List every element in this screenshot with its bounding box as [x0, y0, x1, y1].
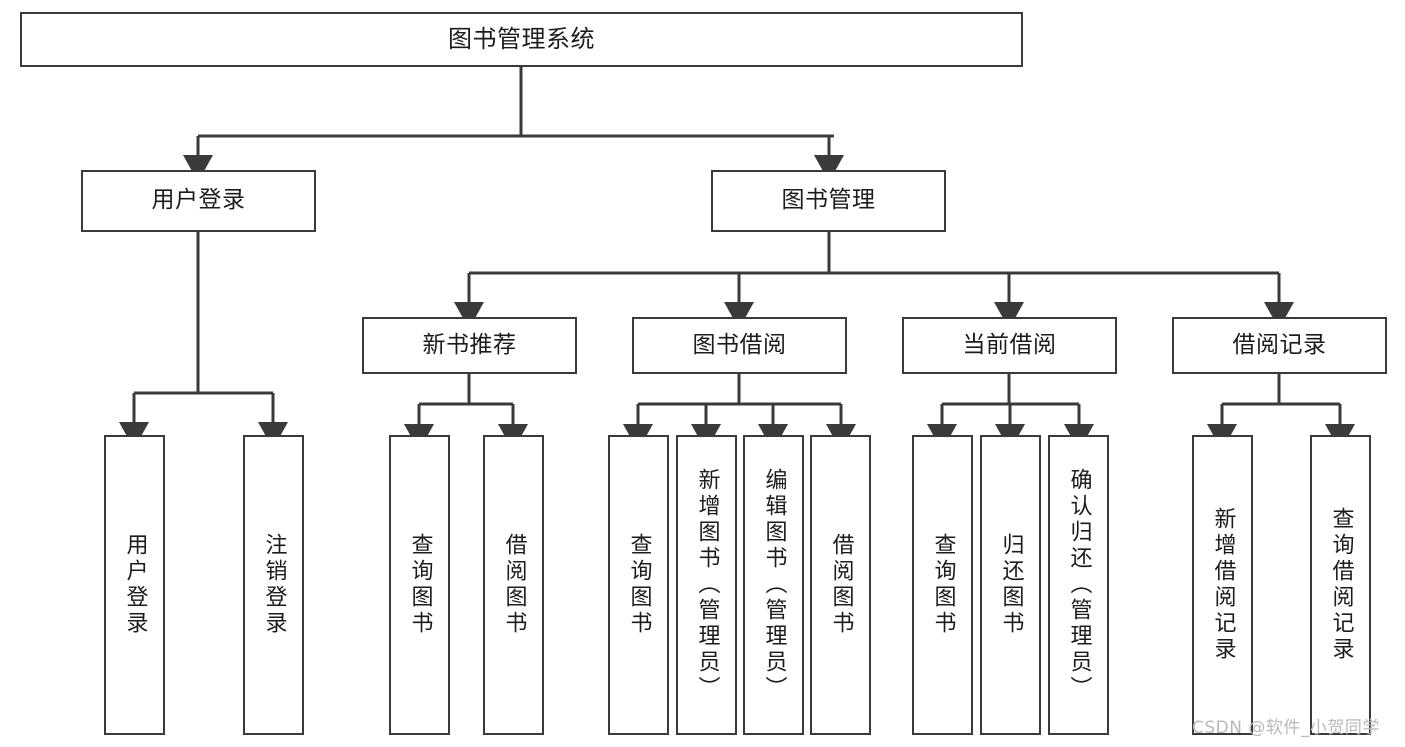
- leaf-user-logout-label: 注销登录: [261, 533, 287, 637]
- leaf-borrow-edit-book-label: 编辑图书（管理员）: [761, 468, 787, 702]
- node-book-manage-label: 图书管理: [781, 187, 876, 214]
- leaf-borrow-query-book-label: 查询图书: [626, 533, 652, 637]
- leaf-cur-confirm-return-label: 确认归还（管理员）: [1066, 468, 1092, 702]
- node-book-manage[interactable]: 图书管理: [711, 170, 946, 232]
- leaf-rec-borrow-book[interactable]: 借阅图书: [483, 435, 544, 735]
- leaf-borrow-borrow-book[interactable]: 借阅图书: [810, 435, 871, 735]
- node-root[interactable]: 图书管理系统: [20, 12, 1023, 67]
- node-new-book-rec[interactable]: 新书推荐: [362, 317, 577, 374]
- leaf-borrow-query-book[interactable]: 查询图书: [608, 435, 669, 735]
- leaf-cur-return-book[interactable]: 归还图书: [980, 435, 1041, 735]
- leaf-rec-add-record-label: 新增借阅记录: [1210, 507, 1236, 663]
- leaf-rec-query-book-label: 查询图书: [407, 533, 433, 637]
- leaf-cur-query-book-label: 查询图书: [930, 533, 956, 637]
- leaf-borrow-borrow-book-label: 借阅图书: [828, 533, 854, 637]
- leaf-rec-query-record[interactable]: 查询借阅记录: [1310, 435, 1371, 735]
- leaf-rec-borrow-book-label: 借阅图书: [501, 533, 527, 637]
- node-book-borrow[interactable]: 图书借阅: [632, 317, 847, 374]
- node-new-book-rec-label: 新书推荐: [422, 331, 517, 358]
- leaf-rec-query-record-label: 查询借阅记录: [1328, 507, 1354, 663]
- leaf-rec-query-book[interactable]: 查询图书: [389, 435, 450, 735]
- node-borrow-record-label: 借阅记录: [1232, 331, 1327, 358]
- node-user-login-label: 用户登录: [151, 187, 246, 214]
- leaf-borrow-add-book[interactable]: 新增图书（管理员）: [676, 435, 737, 735]
- leaf-cur-confirm-return[interactable]: 确认归还（管理员）: [1048, 435, 1109, 735]
- leaf-cur-query-book[interactable]: 查询图书: [912, 435, 973, 735]
- node-user-login[interactable]: 用户登录: [81, 170, 316, 232]
- node-current-borrow[interactable]: 当前借阅: [902, 317, 1117, 374]
- leaf-user-login[interactable]: 用户登录: [104, 435, 165, 735]
- leaf-cur-return-book-label: 归还图书: [998, 533, 1024, 637]
- leaf-user-logout[interactable]: 注销登录: [243, 435, 304, 735]
- leaf-user-login-label: 用户登录: [122, 533, 148, 637]
- node-root-label: 图书管理系统: [448, 25, 595, 54]
- leaf-rec-add-record[interactable]: 新增借阅记录: [1192, 435, 1253, 735]
- leaf-borrow-add-book-label: 新增图书（管理员）: [694, 468, 720, 702]
- leaf-borrow-edit-book[interactable]: 编辑图书（管理员）: [743, 435, 804, 735]
- node-borrow-record[interactable]: 借阅记录: [1172, 317, 1387, 374]
- node-book-borrow-label: 图书借阅: [692, 331, 787, 358]
- node-current-borrow-label: 当前借阅: [962, 331, 1057, 358]
